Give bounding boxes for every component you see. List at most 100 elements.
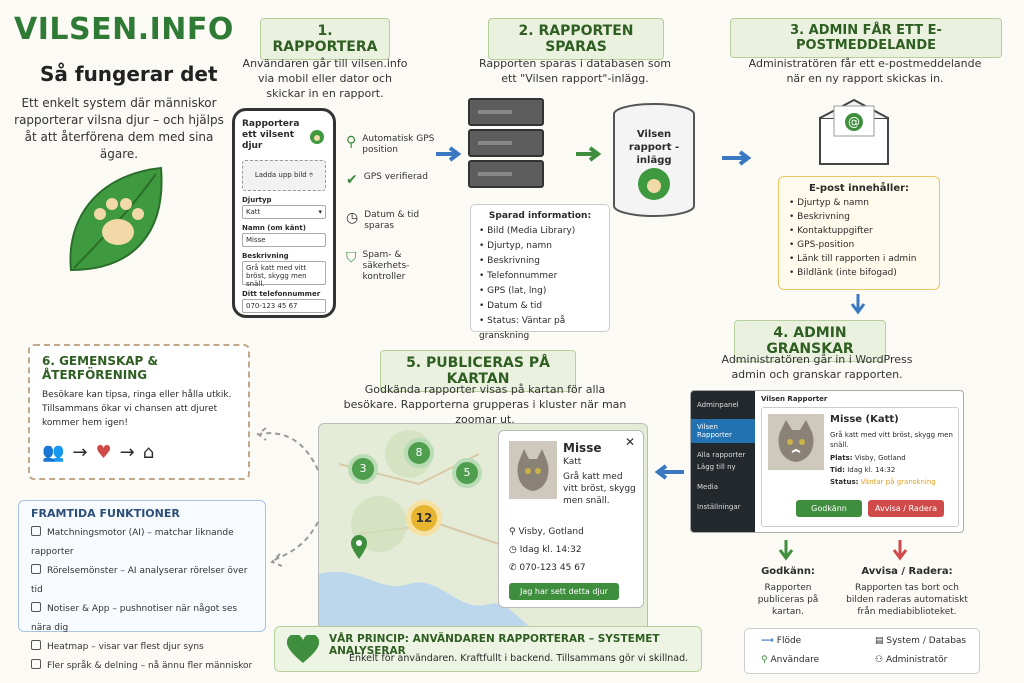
flow-arrow-icon [722, 150, 752, 166]
map-cluster[interactable]: 8 [404, 438, 434, 468]
admin-sidebar: Adminpanel Vilsen Rapporter Alla rapport… [691, 391, 755, 532]
desc-input[interactable]: Grå katt med vitt bröst, skygg men snäll… [242, 261, 326, 288]
legend-flow: ⟶ Flöde [761, 636, 801, 646]
heart-icon [287, 635, 319, 663]
step4-heading: 4. ADMIN GRANSKAR [734, 320, 886, 362]
phone-mockup: Rapportera ett vilsent djur Ladda upp bi… [232, 108, 336, 318]
future-item: Notiser & App – pushnotiser när något se… [31, 600, 253, 638]
email-contents-title: E-post innehåller: [808, 183, 910, 194]
check-item: ◷ Datum & tid sparas [346, 210, 446, 232]
step3-desc: Administratören får ett e-postmeddelande… [748, 57, 982, 85]
approve-text: Rapporten publiceras på kartan. [757, 583, 819, 617]
map-cluster[interactable]: 5 [452, 458, 482, 488]
map-cluster[interactable]: 3 [348, 454, 378, 484]
upload-label: Ladda upp bild [254, 171, 307, 179]
saved-info-title: Sparad information: [488, 211, 592, 221]
close-icon[interactable]: ✕ [624, 435, 635, 449]
principle-banner: VÅR PRINCIP: ANVÄNDAREN RAPPORTERAR – SY… [274, 626, 702, 672]
email-contents-box: E-post innehåller: Djurtyp & namn Beskri… [778, 176, 940, 290]
future-item: Rörelsemönster – AI analyserar rörelser … [31, 562, 253, 600]
heatmap-icon [31, 640, 41, 650]
principle-text: Enkelt för användaren. Kraftfullt i back… [349, 653, 689, 664]
name-label: Namn (om känt) [242, 224, 306, 232]
future-item-text: Heatmap – visar var flest djur syns [47, 642, 204, 652]
type-value: Katt [246, 208, 261, 216]
sidebar-item-vilsen-rapporter[interactable]: Vilsen Rapporter [691, 419, 755, 443]
mail-item: Kontaktuppgifter [789, 224, 929, 238]
arrow-right-icon: → [119, 442, 135, 463]
check-item: ⚲Automatisk GPS position [346, 134, 446, 156]
info-item: Beskrivning [479, 254, 601, 269]
future-item-text: Fler språk & delning – nå ännu fler männ… [47, 661, 253, 671]
future-item: Fler språk & delning – nå ännu fler männ… [31, 657, 253, 676]
seen-animal-button[interactable]: Jag har sett detta djur [509, 583, 619, 600]
sidebar-item-media[interactable]: Media [697, 483, 719, 491]
saved-info-box: Sparad information: Bild (Media Library)… [470, 204, 610, 341]
svg-text:@: @ [848, 115, 860, 129]
step2-heading: 2. RAPPORTEN SPARAS [488, 18, 664, 60]
tid-value: Idag kl. 14:32 [847, 466, 896, 474]
location-pin-icon[interactable] [350, 534, 368, 560]
people-group-icon: 👥 [42, 442, 65, 463]
legend-system: ▤ System / Databas [875, 636, 966, 646]
location-pin-icon: ⚲ [346, 134, 357, 150]
check-item: ⛉Spam- & säkerhets-kontroller [346, 250, 446, 283]
step1-desc: Användaren går till vilsen.info via mobi… [242, 57, 408, 100]
plats-label: Plats: [830, 454, 853, 462]
clock-icon: ◷ [509, 545, 517, 555]
reject-button[interactable]: Avvisa / Radera [868, 500, 944, 517]
plats-value: Visby, Gotland [854, 454, 906, 462]
check-text: Datum & tid sparas [364, 210, 420, 231]
cat-photo [509, 441, 557, 499]
user-icon: ⚇ [875, 655, 884, 665]
phone-input[interactable]: 070-123 45 67 [242, 299, 326, 313]
brand-title: VILSEN.INFO [14, 12, 234, 47]
popup-phone: 070-123 45 67 [519, 563, 586, 573]
approve-button[interactable]: Godkänn [796, 500, 862, 517]
mail-item: Beskrivning [789, 210, 929, 224]
dashed-connector [256, 427, 319, 471]
phone-label: Ditt telefonnummer [242, 290, 321, 298]
database-icon [613, 103, 695, 217]
popup-name: Misse [563, 441, 602, 455]
globe-icon [31, 659, 41, 669]
clock-icon: ◷ [346, 210, 359, 226]
flow-arrow-icon [576, 146, 602, 162]
step2-desc: Rapporten sparas i databasen som ett "Vi… [478, 57, 672, 85]
future-features-box: FRAMTIDA FUNKTIONER Matchningsmotor (AI)… [18, 500, 266, 671]
mail-item: Länk till rapporten i admin [789, 252, 929, 266]
arrow-right-icon: → [72, 442, 88, 463]
home-icon: ⌂ [142, 442, 155, 463]
sidebar-item-alla-rapporter[interactable]: Alla rapporter [697, 451, 746, 459]
future-item-text: Rörelsemönster – AI analyserar rörelser … [31, 566, 248, 595]
type-select[interactable]: Katt▾ [242, 205, 326, 219]
sidebar-item-installningar[interactable]: Inställningar [697, 503, 741, 511]
phone-title: Rapportera ett vilsent djur [242, 119, 300, 151]
approve-title: Godkänn: [761, 566, 815, 577]
server-icon: ▤ [875, 636, 884, 646]
reunion-illustration: 👥 → ♥ → ⌂ [42, 442, 236, 463]
name-input[interactable]: Misse [242, 233, 326, 247]
future-item-text: Notiser & App – pushnotiser när något se… [31, 604, 238, 633]
admin-main: Vilsen Rapporter Misse (Katt) Grå katt m… [761, 395, 959, 527]
db-label: Vilsen rapport -inlägg [628, 129, 680, 166]
sidebar-item-lagg-till-ny[interactable]: Lägg till ny [697, 463, 736, 471]
tid-label: Tid: [830, 466, 845, 474]
mail-item: Djurtyp & namn [789, 196, 929, 210]
upload-image-button[interactable]: Ladda upp bild ⌾ [242, 160, 326, 191]
info-item: Status: Väntar på granskning [479, 314, 601, 344]
status-value: Väntar på granskning [860, 478, 936, 486]
approve-arrow-icon [778, 540, 794, 561]
movement-icon [31, 564, 41, 574]
ai-chip-icon [31, 526, 41, 536]
sidebar-item-adminpanel[interactable]: Adminpanel [697, 401, 739, 409]
map-cluster-large[interactable]: 12 [406, 500, 442, 536]
check-item: ✔GPS verifierad [346, 172, 446, 188]
card-desc: Grå katt med vitt bröst, skygg men snäll… [830, 431, 953, 449]
popup-place: Visby, Gotland [518, 527, 584, 537]
step6-heading: 6. GEMENSKAP & ÅTERFÖRENING [42, 354, 158, 382]
check-text: GPS verifierad [363, 172, 428, 182]
step5-heading: 5. PUBLICERAS PÅ KARTAN [380, 350, 576, 392]
reject-text: Rapporten tas bort och bilden raderas au… [846, 583, 968, 617]
location-pin-icon: ⚲ [509, 527, 516, 537]
